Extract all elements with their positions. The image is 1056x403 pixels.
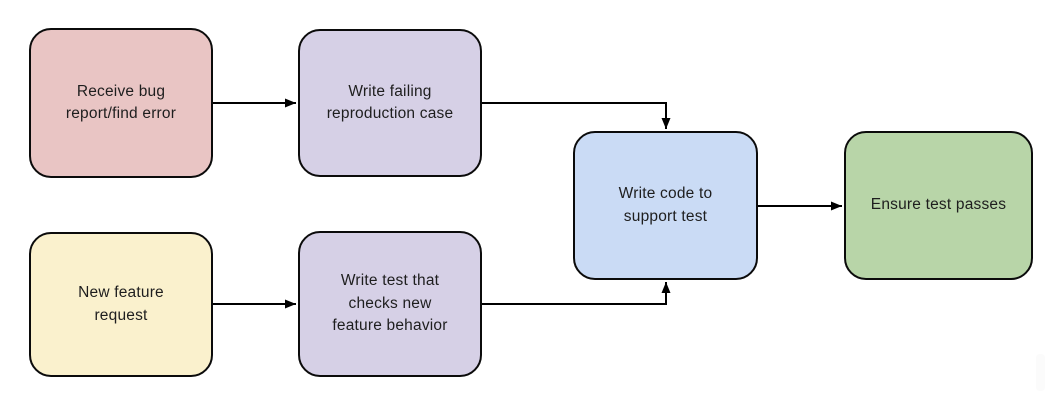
edge-write-test-to-write-code xyxy=(482,282,671,305)
node-ensure-test-passes[interactable]: Ensure test passes xyxy=(844,131,1033,280)
node-label-line: Receive bug xyxy=(76,82,166,100)
node-write-failing-reproduction-case[interactable]: Write failing reproduction case xyxy=(298,29,482,177)
node-label-line: New feature xyxy=(78,284,164,301)
node-label-line: report/find error xyxy=(65,105,177,122)
node-write-test-checks-new-feature-behavior[interactable]: Write test that checks new feature behav… xyxy=(298,231,482,377)
node-label-line: request xyxy=(94,306,148,324)
node-receive-bug-report[interactable]: Receive bug report/find error xyxy=(29,28,213,178)
node-label-line: checks new xyxy=(348,294,432,312)
node-label-line: support test xyxy=(623,207,708,225)
node-label-line: Write failing xyxy=(348,82,432,100)
node-label-line: Write code to xyxy=(618,185,713,202)
node-new-feature-request[interactable]: New feature request xyxy=(29,232,213,377)
scrollbar-thumb-fragment xyxy=(1036,354,1045,391)
edge-write-failing-to-write-code xyxy=(482,102,671,129)
node-label-line: feature behavior xyxy=(332,317,448,335)
node-label-line: Ensure test passes xyxy=(870,196,1007,214)
node-label-line: reproduction case xyxy=(326,105,454,122)
node-write-code-to-support-test[interactable]: Write code to support test xyxy=(573,131,758,280)
node-label-line: Write test that xyxy=(340,272,440,290)
